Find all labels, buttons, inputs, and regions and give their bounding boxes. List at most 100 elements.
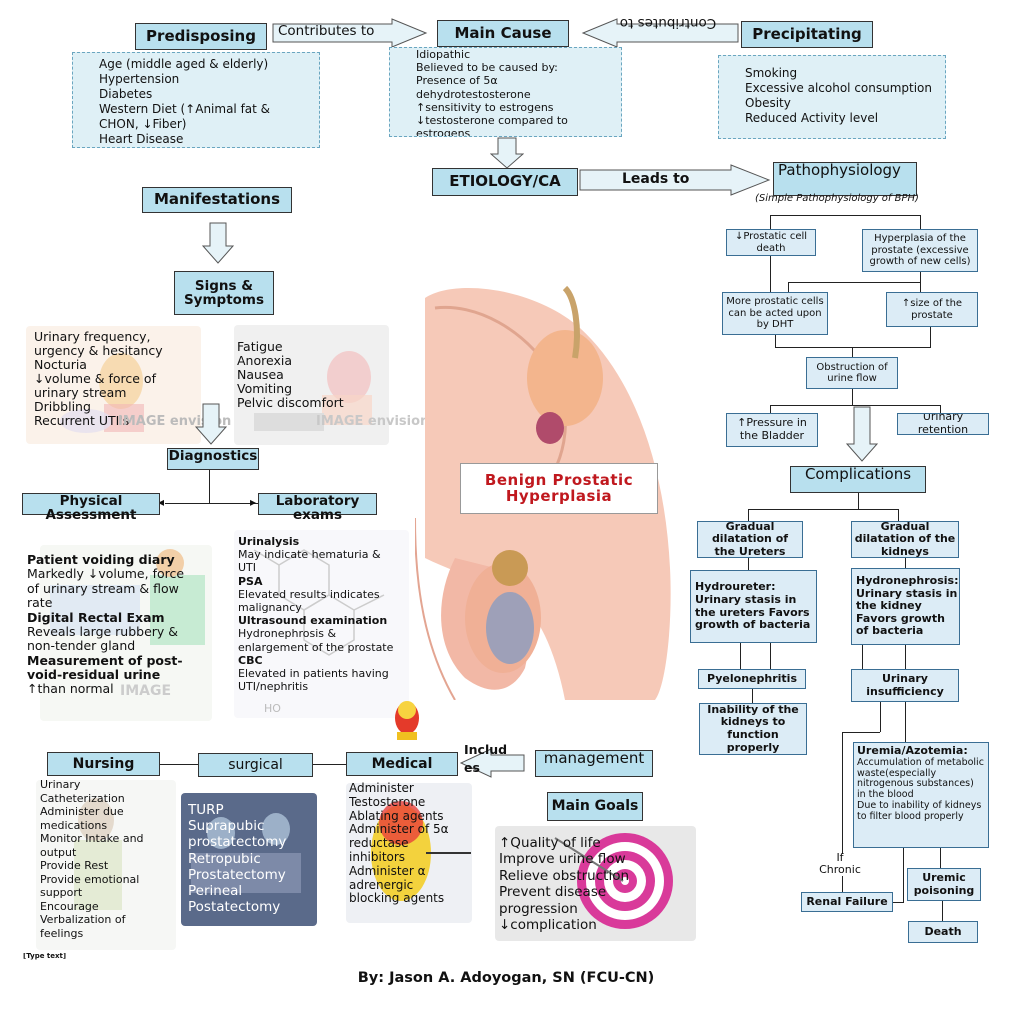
connector [898,509,899,521]
connector [788,282,920,283]
urinary-symptom-item: ↓volume & force of [34,371,156,386]
systemic-symptom-item: Fatigue [237,340,283,354]
nursing-item: feelings [40,926,84,940]
medical-item: adrenergic [349,877,414,892]
connector [905,645,906,669]
bph-title-label: Benign Prostatic Hyperplasia [460,463,658,514]
urinary-symptom-item: urgency & hesitancy [34,343,163,358]
nursing-item: Administer due [40,805,124,819]
doctor-patient-illustration: IMAGE [40,545,212,721]
lab-exam-finding: May indicate hematuria & UTI [238,548,381,575]
medical-item: Ablating agents [349,808,444,823]
lab-exam-title: CBC [238,653,263,667]
cartoon-pill-character [346,783,472,923]
watermark-text: IMAGE envision [316,415,430,429]
connector [770,215,920,216]
main-cause-item: dehydrotestosterone [416,87,531,101]
leads-to-arrow [579,164,771,196]
etiology-heading: ETIOLOGY/CA [432,168,578,196]
connector [920,272,921,292]
connector [788,282,789,292]
goal-item: Prevent disease [499,884,607,901]
hydronephrosis-box: Hydronephrosis: Urinary stasis in the ki… [851,568,960,645]
nursing-item: medications [40,818,108,832]
goal-item: Relieve obstruction [499,867,630,884]
physical-assessment-finding: Reveals large rubbery & non-tender gland [27,623,179,654]
medical-item: Administer α [349,863,426,878]
if-chronic-label: If Chronic [819,852,861,877]
nursing-item: Urinary [40,778,81,791]
main-goals-heading: Main Goals [547,792,643,821]
uremia-title: Uremia/Azotemia: [857,744,968,757]
main-cause-down-arrow [490,137,524,169]
medical-heading: Medical [346,752,458,776]
lab-exam-title: Urinalysis [238,535,300,548]
contributes-to-label-left: Contributes to [278,24,375,39]
connector [930,327,931,347]
predisposing-item: CHON, ↓Fiber) [99,117,187,131]
connector [770,643,771,669]
byline: By: Jason A. Adoyogan, SN (FCU-CN) [357,970,655,986]
lab-exam-finding: Elevated results indicates malignancy [238,587,380,614]
size-of-prostate-box: ↑size of the prostate [886,292,978,327]
svg-text:IMAGE: IMAGE [120,683,171,699]
goal-item: progression [499,900,578,917]
type-text-placeholder: [Type text] [23,953,67,960]
arrowhead-right: ▸ [250,496,257,509]
main-cause-item: ↑sensitivity to estrogens [416,100,554,114]
connector [209,470,210,503]
predisposing-item: Heart Disease [99,132,184,146]
connector [842,876,843,892]
nursing-item: Encourage [40,899,99,913]
predisposing-item: Western Diet (↑Animal fat & [99,102,271,116]
predisposing-heading: Predisposing [135,23,267,50]
surgical-item: Prostatectomy [188,866,286,883]
connector [748,558,749,570]
physical-assessment-finding: Markedly ↓volume, force of urinary strea… [27,566,185,611]
woman-fatigue-illustration [234,325,389,445]
medical-item: reductase [349,836,409,851]
manifestations-heading: Manifestations [142,187,292,213]
surgical-item: Postatectomy [188,899,281,916]
diagnostics-down-arrow [195,403,227,445]
management-heading: management [535,750,653,777]
systemic-symptom-item: Anorexia [237,353,292,368]
manifestations-down-arrow [202,222,234,264]
pyelonephritis-box: Pyelonephritis [698,669,806,689]
signs-symptoms-heading: Signs & Symptoms [174,271,274,315]
surgery-photo [181,793,317,926]
hyperplasia-box: Hyperplasia of the prostate (excessive g… [862,229,978,272]
leads-to-label: Leads to [622,172,690,187]
nurse-illustration [36,780,176,950]
precipitating-heading: Precipitating [741,21,873,48]
nursing-item: output [40,845,77,859]
connector [748,509,749,521]
renal-failure-box: Renal Failure [801,892,893,912]
connector [770,405,940,406]
target-goals-image [495,826,696,941]
systemic-symptom-item: Nausea [237,367,284,382]
includes-label: Includes [464,742,508,776]
connector [893,902,903,903]
physical-assessment-title: Patient voiding diary [27,553,175,567]
main-cause-item: ↓testosterone compared to [416,113,568,127]
uremia-item: Due to inability of kidneys to filter bl… [857,800,982,823]
nursing-item: Provide emotional [40,872,140,886]
prostatic-cell-death-box: ↓Prostatic cell death [726,229,816,256]
